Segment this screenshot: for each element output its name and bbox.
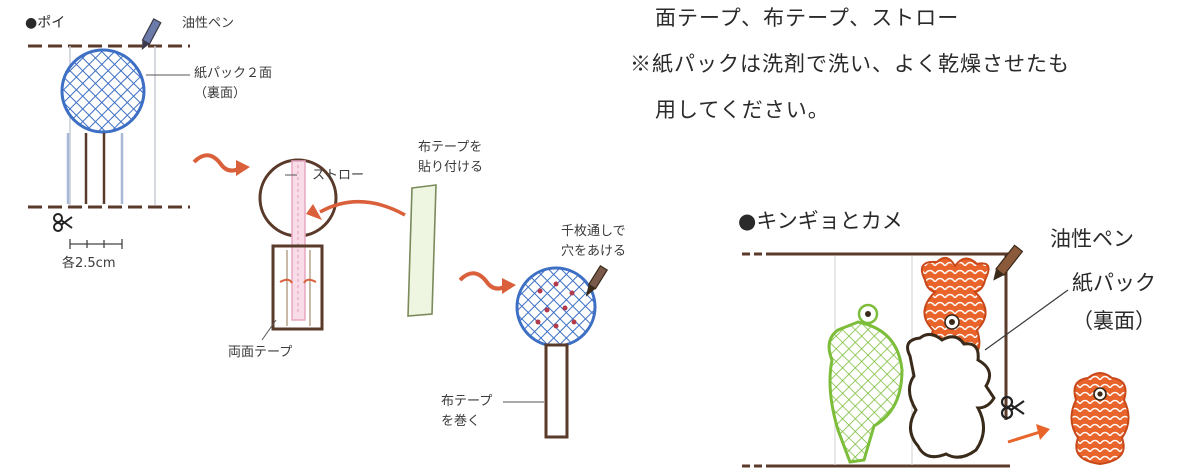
kingyo-paper-label-2: （裏面） [1072,309,1156,333]
kingyo-paper-label-1: 紙パック [1072,271,1156,295]
kingyo-title: ●キンギョとカメ [738,209,903,233]
kingyo-kame-section [742,244,1130,468]
paper-label-2: （裏面） [194,86,247,101]
measure-label: 各2.5cm [62,256,116,271]
scissors-icon [53,213,73,232]
goldfish-lower [1070,372,1130,466]
arrow-step1 [192,153,242,173]
cutout-outline [906,333,996,459]
turtle [827,303,904,464]
wrap-label-2: を巻く [441,414,481,429]
kingyo-pen-label: 油性ペン [1050,227,1134,251]
header-line-3: 用してください。 [655,98,830,122]
hole-label-1: 千枚通しで [561,224,626,239]
straw-label: ストロー [312,168,365,183]
cloth-tape-label-1: 布テープを [418,140,483,155]
arrow-step2 [458,271,508,291]
header-line-1: 面テープ、布テープ、ストロー [655,6,960,30]
cloth-tape-label-2: 貼り付ける [418,160,484,175]
straw [291,160,306,321]
pen-icon-kingyo [993,244,1024,281]
double-tape-label: 両面テープ [228,345,293,360]
paper-label-1: 紙パック２面 [194,66,273,81]
step2-assembly [258,158,437,341]
step3-finished-poi [503,265,608,439]
pen-label: 油性ペン [182,16,235,31]
poi-title: ●ポイ [25,15,66,31]
cloth-tape-strip [407,184,437,317]
pen-icon [141,18,162,50]
poi-circle-pattern [60,48,146,134]
hole-label-2: 穴をあける [561,244,627,259]
wrap-label-1: 布テープ [441,394,493,409]
step1-poi-pattern [28,18,190,249]
awl-icon [585,265,608,297]
scissors-icon-kingyo [1000,395,1025,420]
header-line-2: ※紙パックは洗剤で洗い、よく乾燥させたも [630,52,1070,76]
